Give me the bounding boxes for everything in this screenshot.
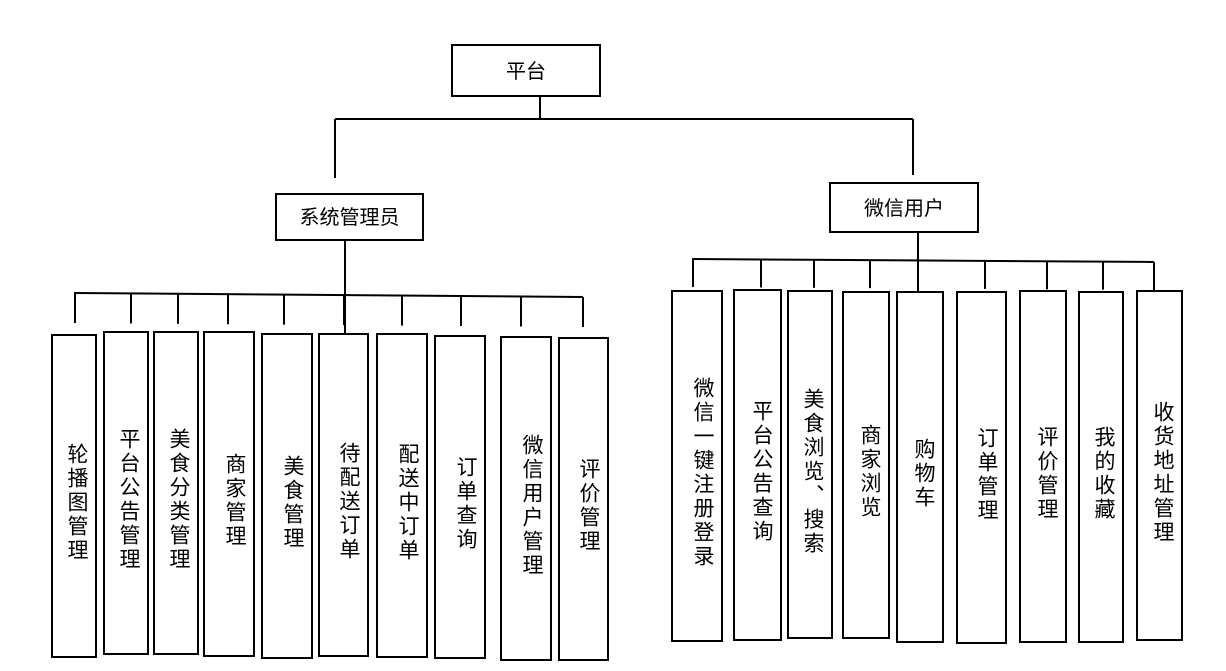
connector-wechat-bar bbox=[691, 258, 1155, 263]
wechat-child-9: 收货地址管理 bbox=[1136, 290, 1183, 641]
admin-child-4: 商家管理 bbox=[203, 331, 255, 657]
admin-child-3: 美食分类管理 bbox=[153, 331, 199, 655]
admin-child-2: 平台公告管理 bbox=[103, 331, 149, 655]
wechat-child-label: 平台公告查询 bbox=[750, 400, 774, 544]
admin-child-5: 美食管理 bbox=[261, 333, 313, 659]
wechat-child-label: 收货地址管理 bbox=[1151, 400, 1175, 545]
admin-child-9: 微信用户管理 bbox=[500, 336, 552, 661]
wechat-child-6: 订单管理 bbox=[956, 291, 1007, 644]
admin-child-label: 订单查询 bbox=[454, 456, 478, 552]
admin-child-label: 配送中订单 bbox=[396, 442, 420, 563]
admin-child-label: 平台公告管理 bbox=[117, 428, 141, 572]
wechat-child-7: 评价管理 bbox=[1019, 290, 1067, 643]
wechat-child-4: 商家浏览 bbox=[842, 291, 890, 639]
admin-child-1: 轮播图管理 bbox=[51, 334, 97, 658]
wechat-child-8: 我的收藏 bbox=[1078, 291, 1124, 643]
admin-child-label: 商家管理 bbox=[223, 453, 247, 549]
wechat-child-5: 购物车 bbox=[896, 291, 944, 643]
wechat-child-label: 微信一键注册登录 bbox=[691, 377, 715, 569]
node-admin-label: 系统管理员 bbox=[299, 205, 400, 229]
admin-child-label: 美食分类管理 bbox=[167, 428, 191, 572]
admin-child-label: 微信用户管理 bbox=[520, 433, 544, 578]
admin-child-6: 待配送订单 bbox=[318, 333, 369, 657]
wechat-child-3: 美食浏览、搜索 bbox=[787, 290, 833, 639]
connector-admin-bar bbox=[73, 292, 584, 298]
admin-child-7: 配送中订单 bbox=[376, 333, 428, 658]
wechat-child-label: 订单管理 bbox=[975, 426, 999, 523]
node-admin: 系统管理员 bbox=[275, 193, 424, 241]
node-root: 平台 bbox=[451, 44, 601, 97]
admin-child-label: 待配送订单 bbox=[337, 442, 361, 562]
node-wechat-label: 微信用户 bbox=[864, 195, 944, 220]
wechat-child-label: 美食浏览、搜索 bbox=[801, 387, 825, 556]
admin-child-label: 轮播图管理 bbox=[65, 443, 89, 563]
node-wechat: 微信用户 bbox=[829, 182, 979, 233]
wechat-child-label: 商家浏览 bbox=[858, 424, 882, 520]
admin-child-label: 美食管理 bbox=[281, 455, 305, 551]
admin-child-label: 评价管理 bbox=[577, 458, 601, 554]
wechat-child-label: 评价管理 bbox=[1035, 425, 1059, 522]
wechat-child-label: 购物车 bbox=[912, 438, 936, 510]
wechat-child-label: 我的收藏 bbox=[1092, 426, 1116, 522]
admin-child-8: 订单查询 bbox=[434, 335, 486, 659]
node-root-label: 平台 bbox=[506, 58, 546, 83]
wechat-child-1: 微信一键注册登录 bbox=[671, 290, 723, 642]
admin-child-10: 评价管理 bbox=[558, 337, 609, 661]
wechat-child-2: 平台公告查询 bbox=[733, 289, 782, 641]
